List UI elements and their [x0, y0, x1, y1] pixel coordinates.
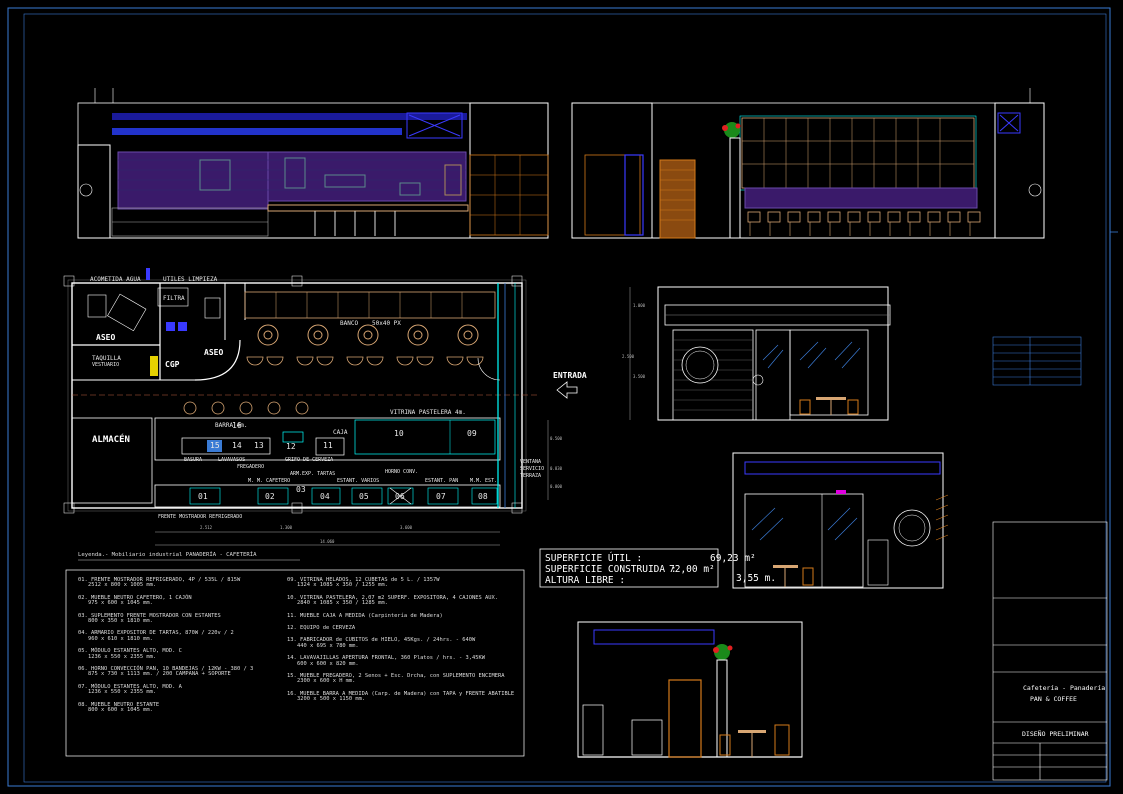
label-fregadero: FREGADERO — [237, 464, 265, 470]
label-servicio: SERVICIO — [520, 466, 545, 472]
label-grifo-cerveza: GRIFO DE CERVEZA — [285, 457, 334, 463]
item-number: 06 — [395, 492, 405, 501]
label-filtra: FILTRA — [163, 295, 185, 302]
revision-table — [992, 336, 1082, 386]
svg-text:1.000: 1.000 — [633, 303, 646, 308]
elevation-front-left — [77, 88, 549, 239]
svg-text:1.300: 1.300 — [280, 525, 293, 530]
legend-item: 14. LAVAVAJILLAS APERTURA FRONTAL, 360 P… — [287, 655, 485, 667]
surface-altura-value: 3,55 m. — [736, 573, 777, 584]
svg-text:2.512: 2.512 — [200, 525, 213, 530]
legend-title: Leyenda.- Mobiliario industrial PANADERÍ… — [78, 552, 257, 558]
item-number: 03 — [296, 485, 306, 494]
surface-altura-label: ALTURA LIBRE : — [545, 575, 626, 586]
svg-text:0.830: 0.830 — [550, 466, 563, 471]
surface-util-value: 69,23 m² — [710, 553, 756, 564]
item-number: 02 — [265, 492, 275, 501]
item-number: 12 — [286, 442, 296, 451]
item-number: 04 — [320, 492, 330, 501]
surface-construida-label: SUPERFICIE CONSTRUIDA : — [545, 564, 677, 575]
svg-text:0.800: 0.800 — [550, 484, 563, 489]
legend-item: 03. SUPLEMENTO FRENTE MOSTRADOR CON ESTA… — [78, 612, 221, 625]
item-number: 05 — [359, 492, 369, 501]
label-basura: BASURA — [184, 457, 203, 463]
label-barra: BARRA 4m. — [215, 422, 248, 429]
label-lavavasos: LAVAVASOS — [218, 457, 246, 463]
legend-column-1: 01. FRENTE MOSTRADOR REFRIGERADO, 4P / 5… — [78, 577, 288, 721]
legend-item: 01. FRENTE MOSTRADOR REFRIGERADO, 4P / 5… — [78, 577, 241, 589]
svg-text:3.600: 3.600 — [400, 525, 413, 530]
label-utiles: UTILES LIMPIEZA — [163, 276, 218, 283]
label-armario-tartas: ARM.EXP. TARTAS — [290, 471, 336, 477]
item-number: 16 — [232, 421, 242, 430]
legend-item: 04. ARMARIO EXPOSITOR DE TARTAS, 870W / … — [78, 630, 234, 642]
item-number: 01 — [198, 492, 208, 501]
legend-item: 13. FABRICADOR de CUBITOS de HIELO, 45Kg… — [287, 637, 476, 649]
label-mm-est: M.M. EST. — [470, 478, 498, 484]
label-almacen: ALMACÉN — [92, 435, 130, 445]
inner-frame — [23, 13, 1107, 783]
legend-item: 06. HORNO CONVECCIÓN PAN, 10 BANDEJAS / … — [78, 666, 254, 678]
surface-util-label: SUPERFICIE ÚTIL : — [545, 553, 643, 564]
label-banco: BANCO — [340, 320, 359, 327]
label-estant-pan: ESTANT. PAN — [425, 478, 459, 484]
section-interior — [732, 452, 949, 589]
legend-frame — [65, 569, 525, 757]
item-number: 09 — [467, 429, 477, 438]
label-aseo-right: ASEO — [204, 348, 224, 357]
label-cgp: CGP — [165, 360, 180, 369]
svg-text:3.500: 3.500 — [633, 374, 646, 379]
section-dim-labels: 1.000 2.500 3.500 — [622, 303, 646, 379]
label-vitrina-pastelera: VITRINA PASTELERA 4m. — [390, 409, 466, 416]
item-number: 11 — [323, 441, 333, 450]
legend-item: 12. EQUIPO de CERVEZA — [287, 625, 356, 632]
section-entrance — [629, 286, 891, 421]
label-taquilla: TAQUILLA — [92, 355, 121, 362]
legend-item: 15. MUEBLE FREGADERO, 2 Senos + Esc. Drc… — [287, 673, 505, 685]
label-banco-dim: 50x40 PX — [372, 320, 401, 327]
item-number: 10 — [394, 429, 404, 438]
label-aseo-left: ASEO — [96, 333, 116, 342]
project-status: DISEÑO PRELIMINAR — [1022, 730, 1089, 738]
surface-box — [539, 548, 719, 588]
label-caja: CAJA — [333, 429, 348, 436]
svg-text:2.500: 2.500 — [622, 354, 635, 359]
label-entrada: ENTRADA — [553, 371, 587, 380]
legend-item: 11. MUEBLE CAJA A MEDIDA (Carpintería de… — [287, 612, 443, 619]
item-number: 07 — [436, 492, 446, 501]
label-vestuario: VESTUARIO — [92, 362, 120, 368]
item-number: 08 — [478, 492, 488, 501]
item-number: 14 — [232, 441, 242, 450]
outer-frame — [7, 7, 1111, 787]
label-acometida: ACOMETIDA AGUA — [90, 276, 141, 283]
title-block — [992, 521, 1108, 781]
legend-item: 16. MUEBLE BARRA A MEDIDA (Carp. de Made… — [287, 690, 515, 703]
svg-text:0.500: 0.500 — [550, 436, 563, 441]
item-number: 15 — [210, 441, 220, 450]
label-frente-mostrador: FRENTE MOSTRADOR REFRIGERADO — [158, 514, 243, 520]
label-estant-varios: ESTANT. VARIOS — [337, 478, 380, 484]
project-name: PAN & COFFEE — [1030, 695, 1077, 703]
legend-column-2: 09. VITRINA HELADOS, 12 CUBETAS de 5 L. … — [287, 577, 522, 710]
legend-item: 09. VITRINA HELADOS, 12 CUBETAS de 5 L. … — [287, 577, 440, 589]
project-title: Cafetería - Panadería — [1023, 684, 1106, 692]
label-terraza: TERRAZA — [520, 473, 542, 479]
legend-item: 10. VITRINA PASTELERA, 2,07 m2 SUPERF. E… — [287, 594, 498, 607]
label-ventana: VENTANA — [520, 459, 542, 465]
floor-plan — [63, 268, 578, 546]
plan-dim-labels: 2.512 1.300 3.600 14.060 0.500 0.830 0.8… — [200, 436, 563, 544]
elevation-front-right — [571, 88, 1045, 239]
surface-construida-value: 72,00 m² — [669, 564, 715, 575]
section-bar — [577, 621, 803, 758]
item-number: 13 — [254, 441, 264, 450]
label-m-cafetero: M. M. CAFETERO — [248, 478, 291, 484]
label-horno-conv: HORNO CONV. — [385, 469, 419, 475]
svg-text:14.060: 14.060 — [320, 539, 335, 544]
